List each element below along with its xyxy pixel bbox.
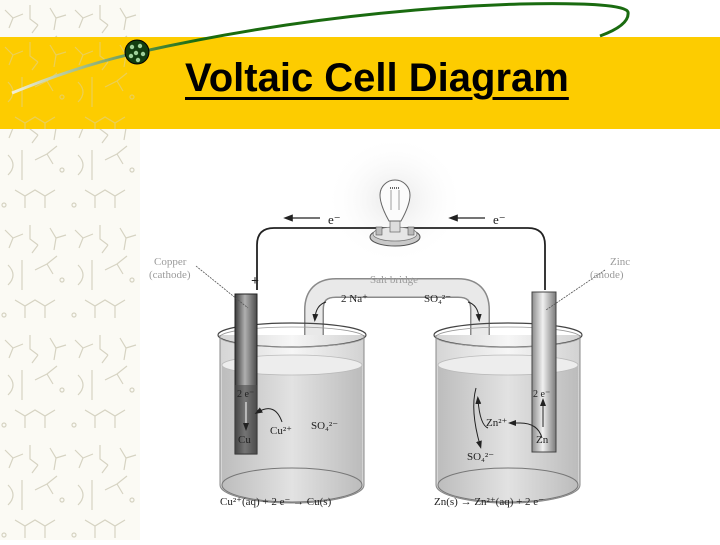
zinc-symbol: Zn <box>536 434 549 446</box>
anode-sublabel: (anode) <box>590 269 624 281</box>
anode-electrons: 2 e⁻ <box>533 389 551 400</box>
cathode-sublabel: (cathode) <box>149 269 191 281</box>
salt-bridge-anion: SO₄²⁻ <box>424 293 452 305</box>
salt-bridge-cation: 2 Na⁺ <box>341 293 368 305</box>
salt-bridge-label: Salt bridge <box>370 274 418 286</box>
copper-symbol: Cu <box>238 434 251 446</box>
anode-beaker <box>433 322 583 504</box>
salt-bridge <box>305 279 489 385</box>
anode-sulfate: SO₄²⁻ <box>467 451 495 463</box>
banner-pattern <box>0 37 140 129</box>
voltaic-cell-diagram: e⁻ e⁻ Copper (cathode) + Zinc (anode) Sa… <box>140 140 720 540</box>
orb-icon <box>124 39 150 65</box>
swoosh-decoration <box>11 2 630 95</box>
electron-label-right: e⁻ <box>493 212 506 227</box>
cathode-electrons: 2 e⁻ <box>237 389 255 400</box>
light-bulb-icon <box>369 179 421 247</box>
anode-label: Zinc <box>610 256 631 268</box>
cathode-half-reaction: Cu²⁺(aq) + 2 e⁻ → Cu(s) <box>220 496 332 508</box>
zinc-electrode <box>531 291 557 453</box>
page-title: Voltaic Cell Diagram <box>185 56 569 100</box>
electron-label-left: e⁻ <box>328 212 341 227</box>
positive-terminal: + <box>251 274 259 289</box>
cathode-label: Copper <box>154 256 187 268</box>
copper-ion: Cu²⁺ <box>270 425 292 437</box>
anode-half-reaction: Zn(s) → Zn²⁺(aq) + 2 e⁻ <box>434 496 544 508</box>
cathode-sulfate: SO₄²⁻ <box>311 420 339 432</box>
zinc-ion: Zn²⁺ <box>486 417 508 429</box>
